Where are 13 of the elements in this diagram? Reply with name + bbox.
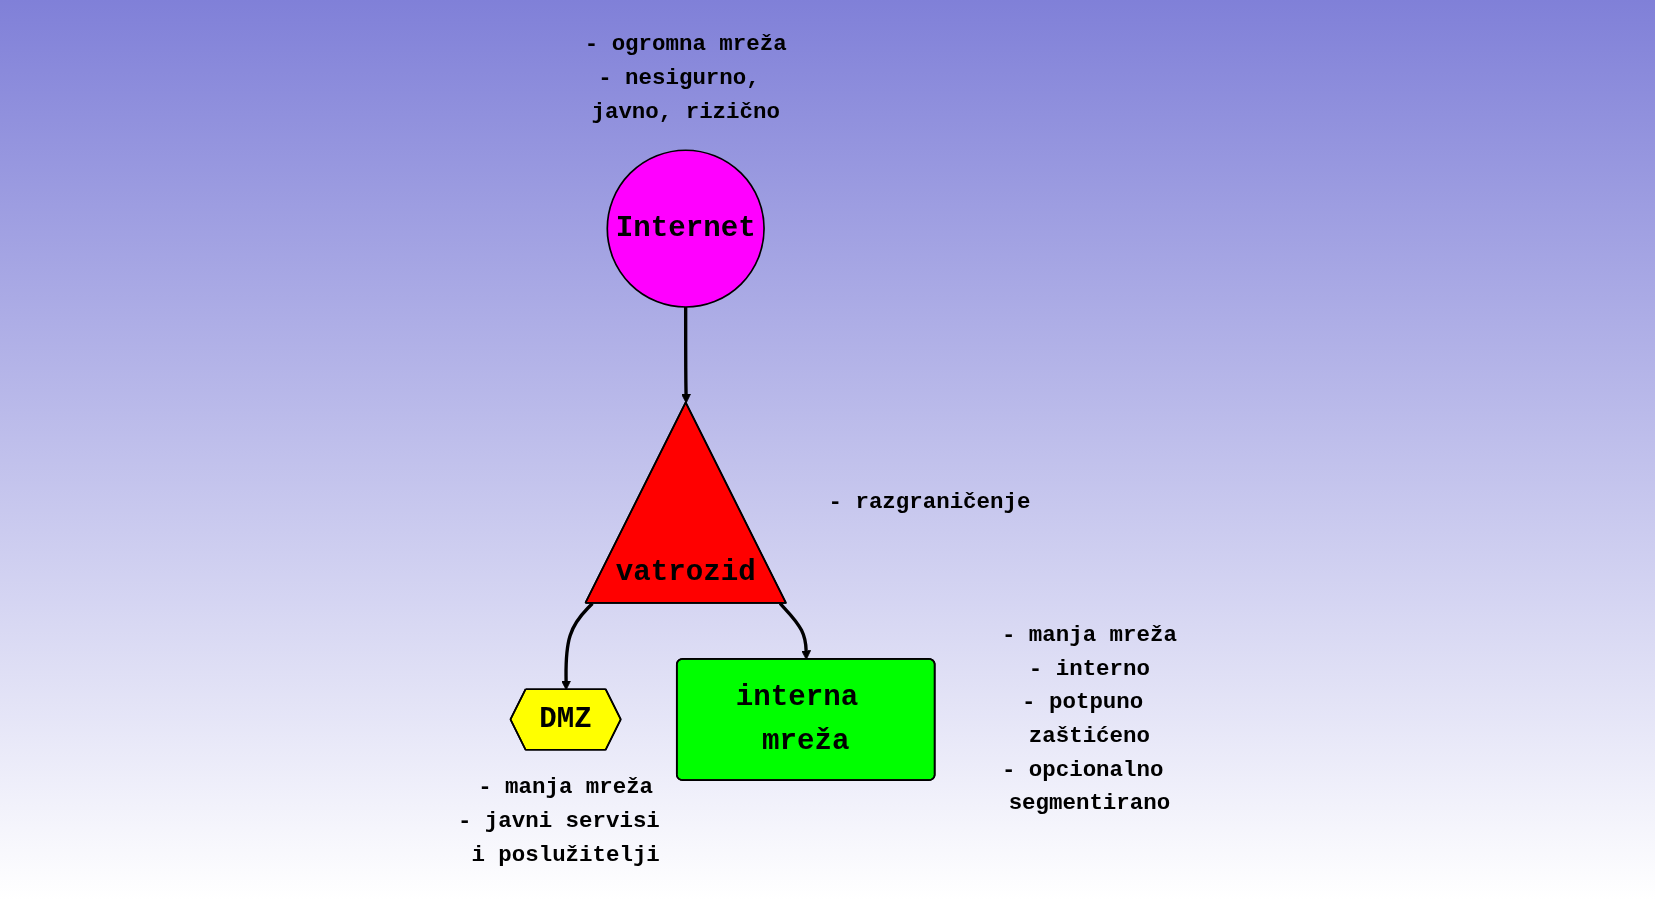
node-label: - opcionalno segmentirano [1001,756,1171,816]
arrow [561,602,594,691]
node-label: - javni servisi i poslužitelji [457,808,660,868]
node-label: - ogromna mreža [584,31,787,58]
node-label: - manja mreža [478,774,654,801]
arrow [778,602,812,660]
node-label: - manja mreža [1001,621,1177,648]
arrow [681,307,691,404]
node-label: - razgraničenje [828,489,1031,515]
node-label: - potpuno zaštićeno [1022,689,1150,749]
node-label: - interno [1028,655,1150,682]
node-circle: Internet [606,149,765,308]
node-label: - nesigurno, javno, rizično [591,65,780,125]
